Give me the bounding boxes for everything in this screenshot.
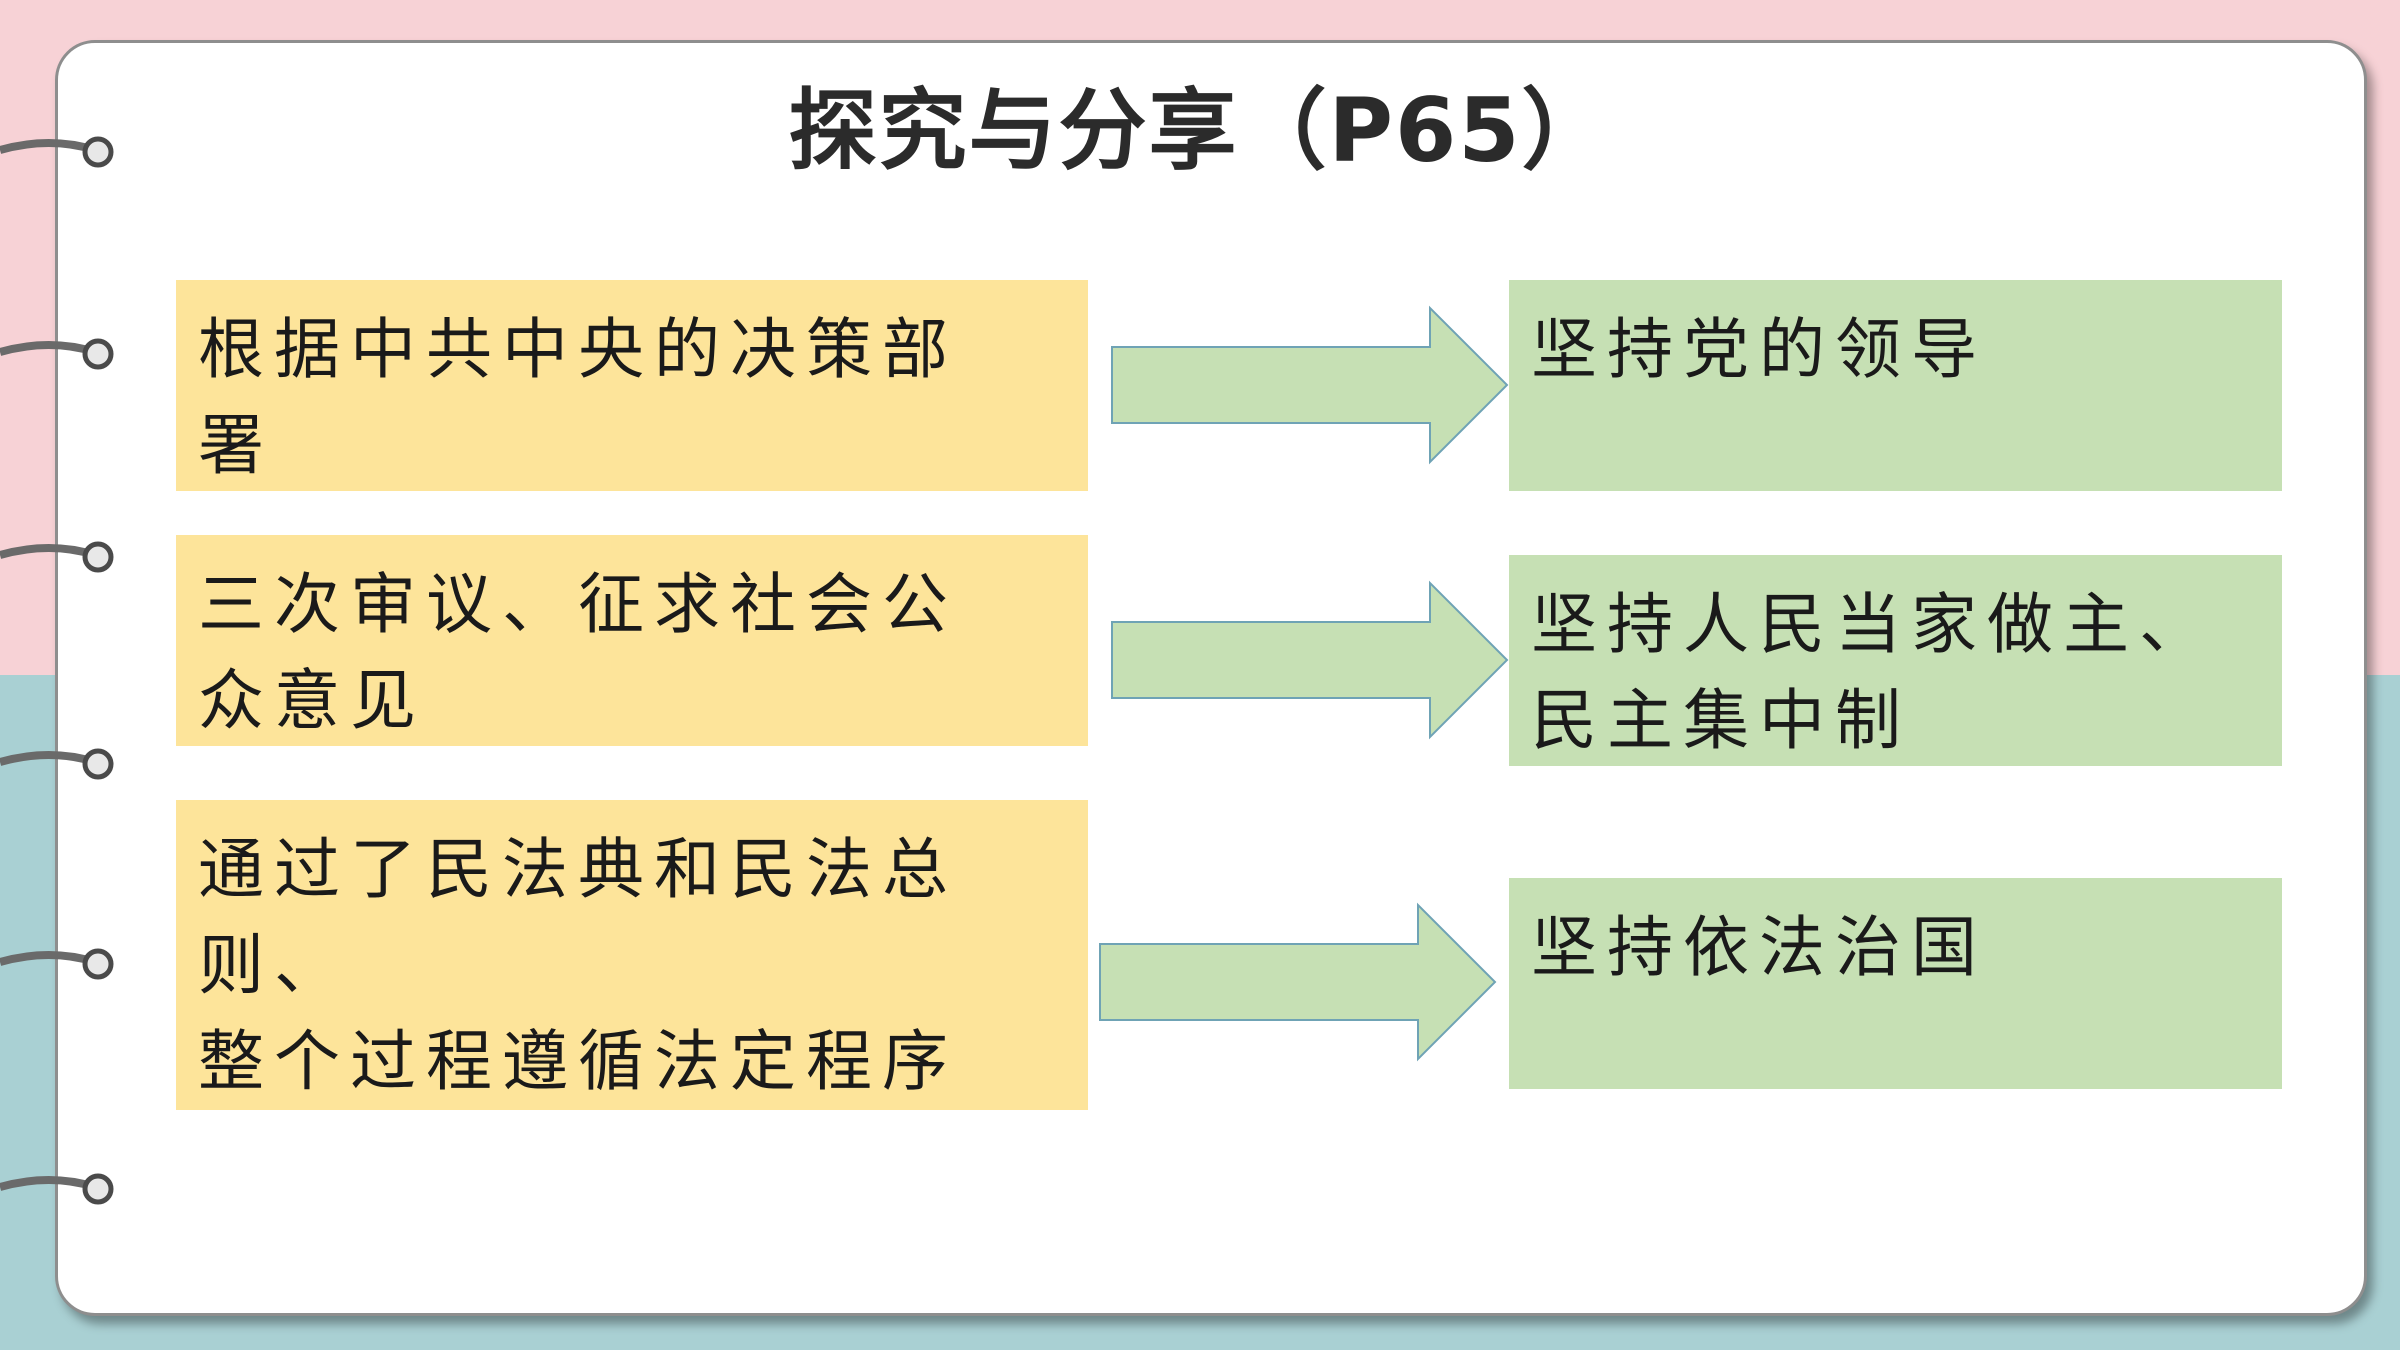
notebook-ring-icon <box>0 948 114 980</box>
cause-box-3: 通过了民法典和民法总 则、 整个过程遵循法定程序 <box>176 800 1088 1110</box>
right-arrow-icon <box>1111 580 1509 740</box>
notebook-ring-icon <box>0 541 114 573</box>
principle-box-1: 坚持党的领导 <box>1509 280 2282 491</box>
notebook-ring-icon <box>0 748 114 780</box>
cause-box-2: 三次审议、征求社会公 众意见 <box>176 535 1088 746</box>
notebook-ring-icon <box>0 136 114 168</box>
notebook-ring-icon <box>0 1173 114 1205</box>
notebook-ring-icon <box>0 338 114 370</box>
right-arrow-icon <box>1099 902 1497 1062</box>
cause-box-1: 根据中共中央的决策部 署 <box>176 280 1088 491</box>
right-arrow-icon <box>1111 305 1509 465</box>
principle-box-3: 坚持依法治国 <box>1509 878 2282 1089</box>
page-title: 探究与分享（P65） <box>788 79 1612 182</box>
principle-box-2: 坚持人民当家做主、 民主集中制 <box>1509 555 2282 766</box>
